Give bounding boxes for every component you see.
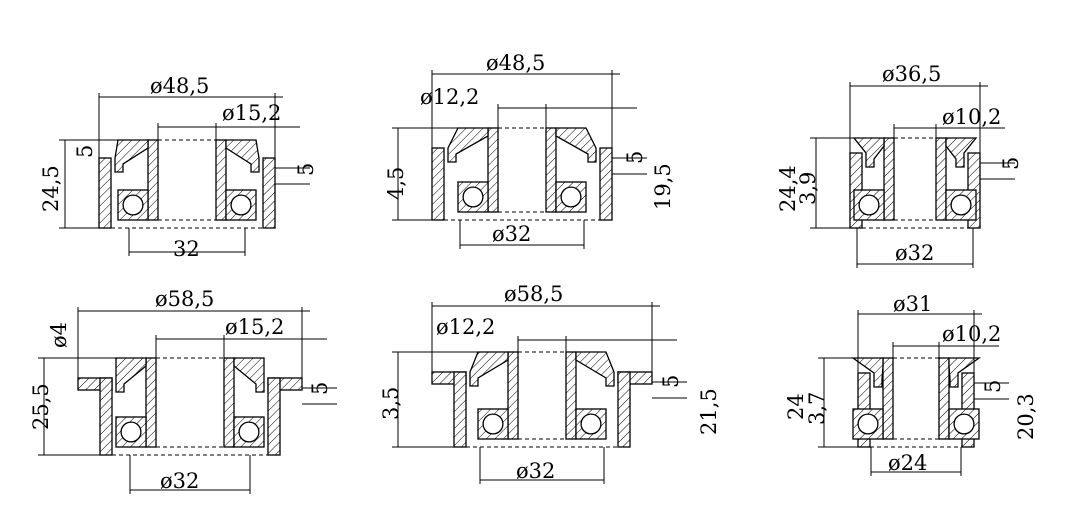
hub-diameter-label: ø12,2 (436, 315, 495, 339)
seal-cap (115, 357, 147, 393)
outer-wall (99, 377, 113, 456)
outer-wall (431, 147, 445, 221)
right-height-label: 20,3 (1014, 393, 1038, 440)
bearing-ball-icon (560, 186, 582, 208)
hub-wall (938, 357, 950, 440)
base-diameter-label: ø32 (516, 459, 555, 483)
side-height-label: 5 (294, 163, 318, 176)
total-height-label: 24,4 (776, 165, 800, 212)
part-4-section (38, 307, 337, 494)
bearing-ball-icon (238, 421, 260, 443)
part-5-dimensions: ø58,5 ø12,2 3,5 5 21,5 ø32 (379, 282, 721, 483)
seal-cap (852, 137, 885, 168)
step-height-label: ø4 (47, 322, 71, 348)
bearing-ball-icon (953, 413, 975, 435)
outer-wall (98, 157, 112, 229)
outer-wall (453, 371, 467, 448)
total-height-label: 25,5 (29, 383, 53, 430)
base-diameter-label: ø32 (160, 469, 199, 493)
bearing-ball-icon (857, 413, 879, 435)
base-diameter-label: ø32 (492, 222, 531, 246)
part-6-section (818, 310, 1009, 476)
part-5-section (392, 302, 687, 484)
bearing-ball-icon (858, 194, 880, 216)
part-1-section (59, 93, 310, 256)
hub-diameter-label: ø10,2 (942, 105, 1001, 129)
step-height-label: 3,5 (379, 387, 403, 420)
outer-diameter-label: ø48,5 (150, 74, 209, 98)
outer-diameter-label: ø58,5 (504, 282, 563, 306)
hub-wall (883, 137, 895, 221)
hub-wall (487, 127, 499, 213)
side-height-label: 5 (623, 151, 647, 164)
base-diameter-label: ø24 (888, 451, 927, 475)
seal-cap (233, 357, 265, 393)
outer-diameter-label: ø48,5 (486, 51, 545, 75)
bearing-ball-icon (120, 421, 142, 443)
total-height-label: 19,5 (651, 163, 675, 210)
bearing-ball-icon (580, 413, 602, 435)
seal-cap (575, 351, 615, 387)
hub-wall (223, 357, 235, 448)
side-height-label: 5 (999, 157, 1023, 170)
seal-cap (945, 137, 978, 168)
hub-wall (215, 139, 227, 221)
bearing-ball-icon (482, 413, 504, 435)
outer-diameter-label: ø36,5 (882, 62, 941, 86)
outer-diameter-label: ø58,5 (155, 287, 214, 311)
part-1-dimensions: ø48,5 ø15,2 5 24,5 5 32 (39, 74, 318, 261)
hub-wall (565, 351, 577, 440)
part-2-section (392, 70, 647, 249)
cap-height-label: 5 (73, 145, 97, 158)
hub-wall (882, 357, 894, 440)
bearing-ball-icon (122, 194, 144, 216)
base-diameter-label: 32 (173, 237, 200, 261)
hub-wall (507, 351, 519, 440)
seal-cap (225, 139, 260, 173)
step-height-label: 4,5 (384, 167, 408, 200)
side-height-label: 5 (659, 375, 683, 388)
base-diameter-label: ø32 (895, 241, 934, 265)
part-6-dimensions: ø31 ø10,2 24 3,7 5 20,3 ø24 (784, 292, 1038, 475)
hub-wall (935, 137, 947, 221)
step-height-label: 3,7 (805, 392, 829, 425)
bearing-ball-icon (230, 194, 252, 216)
hub-diameter-label: ø15,2 (225, 315, 284, 339)
outer-wall (617, 371, 631, 448)
part-4-dimensions: ø58,5 ø15,2 ø4 25,5 5 ø32 (29, 287, 332, 493)
side-height-label: 5 (981, 380, 1005, 393)
bearing-ball-icon (462, 186, 484, 208)
part-2-dimensions: ø48,5 ø12,2 4,5 5 19,5 ø32 (384, 51, 675, 246)
seal-cap (948, 357, 982, 388)
hub-wall (545, 127, 557, 213)
hub-diameter-label: ø10,2 (942, 322, 1001, 346)
hub-wall (147, 139, 159, 221)
seal-cap (555, 127, 597, 163)
hub-wall (145, 357, 157, 448)
step-height-label: 3,9 (796, 172, 820, 205)
seal-cap (114, 139, 149, 173)
outer-wall (262, 157, 276, 229)
seal-cap (447, 127, 489, 163)
seal-cap (850, 357, 884, 388)
seal-cap (469, 351, 509, 387)
total-height-label: 21,5 (697, 388, 721, 435)
total-height-label: 24,5 (39, 165, 63, 212)
part-3-dimensions: ø36,5 ø10,2 24,4 3,9 5 ø32 (776, 62, 1023, 265)
part-outlines (38, 70, 1015, 494)
side-height-label: 5 (308, 382, 332, 395)
part-3-section (810, 82, 1015, 268)
total-height-label: 24 (784, 393, 808, 420)
hub-diameter-label: ø15,2 (222, 101, 281, 125)
outer-wall (599, 147, 613, 221)
outer-diameter-label: ø31 (893, 292, 932, 316)
bearing-ball-icon (950, 194, 972, 216)
hub-diameter-label: ø12,2 (420, 85, 479, 109)
outer-wall (267, 377, 281, 456)
